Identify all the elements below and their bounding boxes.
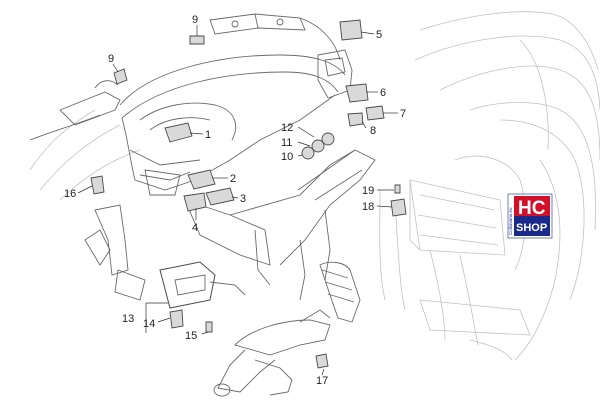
callout-10: 10 bbox=[281, 151, 293, 163]
callout-14: 14 bbox=[143, 318, 155, 330]
callout-18: 18 bbox=[362, 201, 374, 213]
callout-labels: 1 2 3 4 5 6 7 8 9 9 10 11 12 13 14 15 16… bbox=[64, 14, 406, 387]
callout-16: 16 bbox=[64, 188, 76, 200]
handlebar-assembly bbox=[29, 13, 376, 309]
logo-hc-text: HC bbox=[518, 198, 546, 219]
callout-5: 5 bbox=[376, 29, 382, 41]
callout-19: 19 bbox=[362, 185, 374, 197]
scooter-frame-outline bbox=[29, 11, 600, 361]
callout-9-top: 9 bbox=[192, 14, 198, 26]
callout-4: 4 bbox=[192, 222, 198, 234]
callout-11: 11 bbox=[281, 137, 292, 149]
callout-7: 7 bbox=[400, 108, 406, 120]
logo-shop-text: SHOP bbox=[516, 222, 547, 234]
logo-side-text: Colisnamu.eu bbox=[508, 207, 513, 235]
callout-12: 12 bbox=[281, 122, 293, 134]
callout-9-left: 9 bbox=[108, 53, 114, 65]
callout-17: 17 bbox=[316, 375, 328, 387]
callout-13: 13 bbox=[122, 313, 134, 325]
callout-2: 2 bbox=[230, 173, 236, 185]
hc-shop-logo: HC SHOP Colisnamu.eu bbox=[507, 193, 553, 239]
leader-lines bbox=[77, 25, 398, 376]
callout-15: 15 bbox=[185, 330, 197, 342]
small-parts bbox=[90, 19, 407, 369]
brake-master-cylinder bbox=[213, 261, 361, 397]
callout-6: 6 bbox=[380, 87, 386, 99]
callout-3: 3 bbox=[240, 193, 246, 205]
logo-blue-block bbox=[514, 216, 550, 236]
logo-red-block bbox=[514, 196, 550, 216]
callout-8: 8 bbox=[370, 125, 376, 137]
callout-1: 1 bbox=[205, 129, 211, 141]
